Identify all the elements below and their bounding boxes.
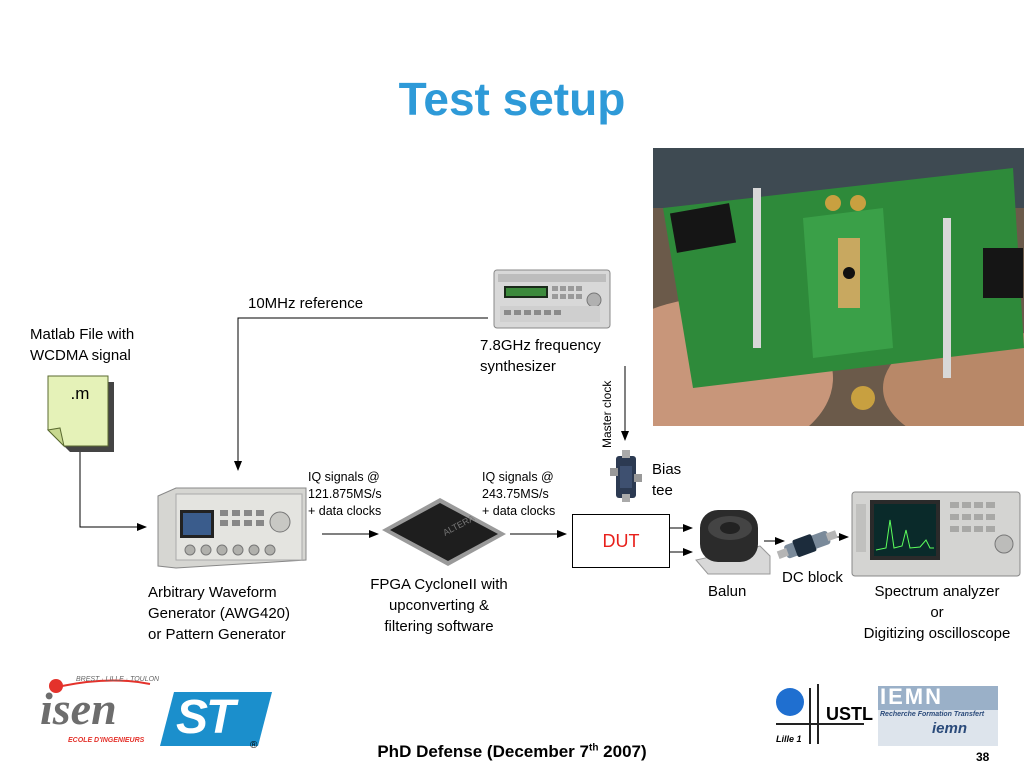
- balun-icon: [695, 510, 771, 575]
- iemn-wordmark: IEMN: [880, 684, 943, 709]
- synthesizer-label-line2: synthesizer: [480, 358, 556, 375]
- iemn-subtitle: Recherche Formation Transfert: [880, 711, 985, 718]
- fpga-label-line1: FPGA CycloneII with: [370, 576, 508, 593]
- lille-wordmark: Lille 1: [776, 734, 802, 744]
- bias-tee-label: Bias tee: [652, 459, 681, 501]
- fpga-label-line3: filtering software: [384, 618, 494, 635]
- iemn-logo: [878, 686, 998, 746]
- awg-label-line1: Arbitrary Waveform: [148, 584, 277, 601]
- footer-prefix: PhD Defense (December 7: [377, 742, 589, 761]
- dc-block-icon: [776, 530, 838, 559]
- fpga-label-line2: upconverting &: [388, 597, 490, 614]
- matlab-label-line2: WCDMA signal: [30, 347, 131, 364]
- iemn-small-wordmark: iemn: [932, 720, 968, 737]
- iq1-line3: + data clocks: [308, 504, 382, 518]
- awg-label-line2: Generator (AWG420): [148, 605, 290, 622]
- st-logo: [160, 692, 272, 746]
- page-number: 38: [976, 750, 990, 764]
- slide-footer: PhD Defense (December 7th 2007): [0, 742, 1024, 762]
- synthesizer-label-line1: 7.8GHz frequency: [480, 337, 601, 354]
- awg-label: Arbitrary Waveform Generator (AWG420) or…: [148, 582, 290, 645]
- isen-bottom-text: ECOLE D'INGENIEURS: [68, 737, 145, 744]
- matlab-label: Matlab File with WCDMA signal: [30, 324, 134, 366]
- iq-signals-label-2: IQ signals @ 243.75MS/s + data clocks: [482, 469, 555, 520]
- reference-label: 10MHz reference: [248, 295, 364, 312]
- dut-label: DUT: [602, 530, 640, 551]
- spectrum-label-line1: Spectrum analyzer: [874, 583, 1000, 600]
- spectrum-analyzer-icon: [851, 491, 1021, 577]
- spectrum-label-line2: or: [930, 604, 944, 621]
- board-photo: [653, 148, 1024, 426]
- dut-box: DUT: [572, 514, 670, 568]
- footer-sup: th: [588, 742, 599, 754]
- synthesizer-label: 7.8GHz frequency synthesizer: [480, 335, 601, 377]
- bias-tee-label-line2: tee: [652, 482, 673, 499]
- awg-icon: [157, 487, 307, 569]
- isen-wordmark: isen: [40, 683, 117, 734]
- iq1-line1: IQ signals @: [308, 470, 380, 484]
- ustl-logo: [776, 684, 864, 744]
- bias-tee-label-line1: Bias: [652, 461, 682, 478]
- awg-label-line3: or Pattern Generator: [148, 626, 286, 643]
- master-clock-label: Master clock: [600, 380, 614, 448]
- balun-label: Balun: [708, 583, 747, 600]
- iq1-line2: 121.875MS/s: [308, 487, 382, 501]
- slide-title: Test setup: [398, 73, 626, 125]
- st-wordmark: ST: [176, 691, 235, 744]
- ustl-wordmark: USTL: [826, 704, 873, 724]
- spectrum-label: Spectrum analyzer or Digitizing oscillos…: [850, 581, 1024, 644]
- matlab-label-line1: Matlab File with: [30, 326, 135, 343]
- footer-suffix: 2007): [598, 742, 647, 761]
- isen-top-text: BREST · LILLE · TOULON: [76, 676, 160, 683]
- fpga-chip-icon: ALTERA: [382, 498, 506, 566]
- bias-tee-icon: [610, 450, 642, 502]
- st-registered: ®: [250, 740, 258, 751]
- matlab-file-icon: [46, 375, 114, 452]
- iq2-line3: + data clocks: [482, 504, 556, 518]
- isen-logo: [49, 679, 151, 693]
- iq2-line1: IQ signals @: [482, 470, 554, 484]
- iq-signals-label-1: IQ signals @ 121.875MS/s + data clocks: [308, 469, 382, 520]
- iq2-line2: 243.75MS/s: [482, 487, 549, 501]
- mfile-label: .m: [70, 384, 90, 403]
- matlab-wire: [79, 452, 147, 531]
- synthesizer-icon: [493, 269, 611, 329]
- fpga-label: FPGA CycloneII with upconverting & filte…: [352, 574, 526, 637]
- reference-wire: [234, 317, 488, 471]
- dc-block-label: DC block: [782, 569, 843, 586]
- spectrum-label-line3: Digitizing oscilloscope: [863, 625, 1011, 642]
